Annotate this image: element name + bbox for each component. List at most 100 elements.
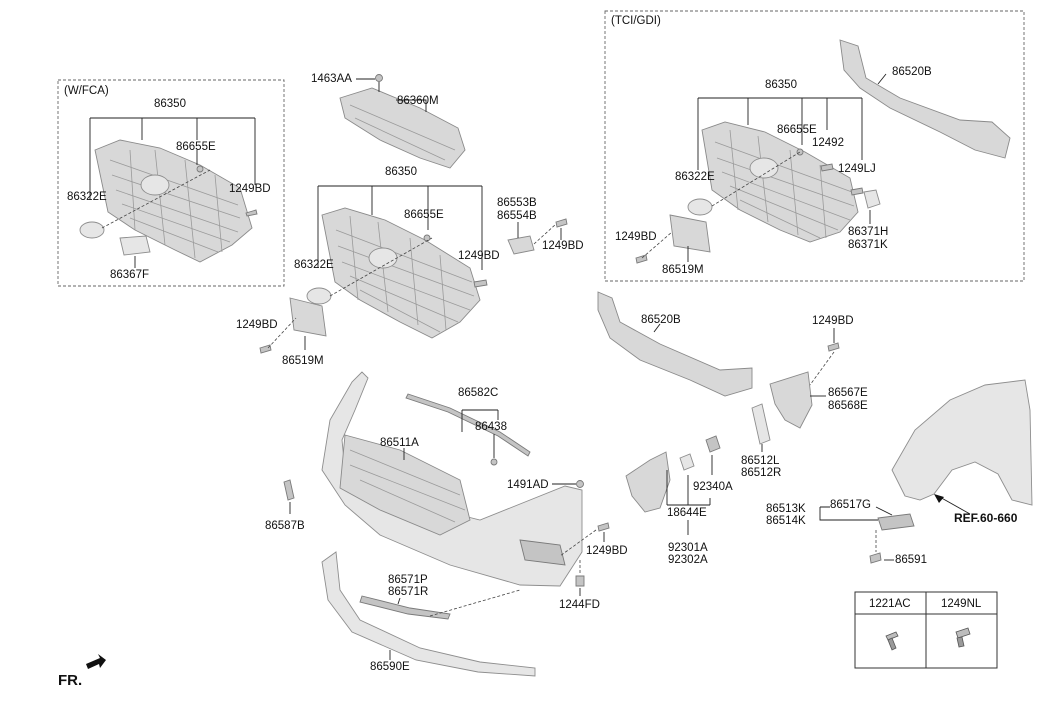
label-86655e-tci: 86655E: [777, 124, 817, 136]
label-1491ad: 1491AD: [507, 479, 549, 491]
tci-plate-bracket: [669, 214, 711, 253]
label-86571r: 86571R: [388, 586, 428, 598]
tci-title: (TCI/GDI): [611, 15, 661, 27]
label-1463aa: 1463AA: [311, 73, 352, 85]
label-86517g: 86517G: [830, 499, 871, 511]
label-1249bd: 1249BD: [229, 183, 271, 195]
wfca-radiator-grille: [94, 139, 253, 263]
label-86571p: 86571P: [388, 574, 428, 586]
tci-radiator-grille: [701, 121, 859, 243]
side-bracket-86567e: [769, 371, 813, 429]
label-ref-60-660: REF.60-660: [954, 511, 1018, 525]
fastener-header-1249nl: 1249NL: [941, 598, 982, 610]
lower-lip-86590e: [321, 551, 536, 677]
screw-1221ac-icon: [885, 631, 899, 651]
label-1249bd-tci: 1249BD: [615, 231, 657, 243]
label-86350-center: 86350: [385, 166, 417, 178]
wfca-screw: [245, 209, 258, 217]
bumper-moulding-86582c: [405, 393, 531, 457]
garnish-86571p: [359, 595, 451, 620]
wfca-variant-box: (W/FCA) 86350 86655E 86322E 1249BD 86367…: [57, 79, 285, 287]
fender-bracket-86517g: [877, 513, 915, 531]
tci-gdi-variant-box: (TCI/GDI) 86520B 86350 86655E 12492 1249…: [604, 10, 1025, 282]
fender-bolt-86591: [869, 552, 882, 564]
label-1249bd-bumper: 1249BD: [586, 545, 628, 557]
bumper-grille-opening: [339, 434, 471, 536]
front-fender: [891, 379, 1033, 506]
label-86519m-tci: 86519M: [662, 264, 704, 276]
label-1249bd-right: 1249BD: [812, 315, 854, 327]
label-86513k: 86513K: [766, 503, 806, 515]
tci-plate-screw: [635, 254, 648, 264]
fastener-table: 1221AC 1249NL: [854, 591, 998, 669]
label-86591: 86591: [895, 554, 927, 566]
label-92301a: 92301A: [668, 542, 708, 554]
duct-bracket-92301a: [625, 451, 671, 513]
front-direction-indicator: FR.: [58, 654, 106, 689]
wfca-emblem: [79, 221, 105, 239]
center-emblem: [306, 287, 332, 305]
front-bumper-cover: [321, 371, 583, 587]
label-86519m-center: 86519M: [282, 355, 324, 367]
tci-clip: [796, 148, 804, 156]
label-86655e-center: 86655E: [404, 209, 444, 221]
wfca-title: (W/FCA): [64, 85, 109, 97]
label-86587b: 86587B: [265, 520, 305, 532]
fr-label: FR.: [58, 672, 82, 689]
tci-energy-absorber: [839, 39, 1011, 159]
fastener-header-1221ac: 1221AC: [869, 598, 911, 610]
bulb-92340a: [705, 435, 721, 453]
tci-sensor-bracket: [863, 189, 881, 209]
tci-emblem: [687, 198, 713, 216]
label-86512l: 86512L: [741, 455, 780, 467]
bolt-1463aa: [375, 74, 383, 82]
bolt-1244fd: [575, 575, 585, 587]
side-bracket-86512l: [751, 403, 771, 445]
bumper-fog-area: [519, 539, 566, 566]
wfca-dashed-border: [57, 79, 285, 287]
tci-screw-12492: [820, 163, 834, 172]
label-1244fd: 1244FD: [559, 599, 600, 611]
bumper-screw-1249bd: [597, 522, 610, 532]
bumper-group: 86511A 86582C 86438 1491AD 86587B 1249BD…: [265, 371, 628, 677]
label-1249bd-center: 1249BD: [458, 250, 500, 262]
plate-screw: [259, 344, 272, 354]
wfca-clip: [196, 165, 204, 173]
right-bracket-group: 86520B 1249BD 86567E 86568E 86512L 86512…: [597, 291, 1033, 566]
label-86568e: 86568E: [828, 400, 868, 412]
label-86582c: 86582C: [458, 387, 498, 399]
center-clip: [423, 234, 431, 242]
tci-dashed-border: [604, 10, 1025, 282]
label-86322e-center: 86322E: [294, 259, 334, 271]
fr-arrow-icon: [86, 654, 106, 669]
label-12492: 12492: [812, 137, 844, 149]
ref-arrowhead: [934, 494, 944, 503]
label-86511a: 86511A: [380, 437, 419, 449]
label-86514k: 86514K: [766, 515, 806, 527]
wfca-camera-bracket: [119, 235, 151, 256]
center-screw: [473, 279, 488, 288]
label-86438: 86438: [475, 421, 507, 433]
label-1249bd-plate: 1249BD: [236, 319, 278, 331]
label-86512r: 86512R: [741, 467, 781, 479]
label-86350: 86350: [154, 98, 186, 110]
label-86655e: 86655E: [176, 141, 216, 153]
center-grille-group: 1463AA 86360M 86350 86655E 86322E 1249BD…: [236, 73, 584, 367]
label-86567e: 86567E: [828, 387, 868, 399]
label-92302a: 92302A: [668, 554, 708, 566]
label-86520b-tci: 86520B: [892, 66, 932, 78]
label-92340a: 92340A: [693, 481, 733, 493]
label-86367f: 86367F: [110, 269, 149, 281]
clip-86438: [490, 458, 498, 466]
energy-absorber-86520b: [597, 291, 753, 397]
screw-1249nl-icon: [955, 627, 971, 648]
label-1249bd-bracket: 1249BD: [542, 240, 584, 252]
grille-upper-bracket: [339, 87, 466, 169]
label-18644e: 18644E: [667, 507, 707, 519]
center-radiator-grille: [321, 207, 481, 339]
label-86371k: 86371K: [848, 239, 888, 251]
label-86590e: 86590E: [370, 661, 410, 673]
tci-screw-1249lj: [850, 187, 864, 196]
label-1249lj: 1249LJ: [838, 163, 876, 175]
